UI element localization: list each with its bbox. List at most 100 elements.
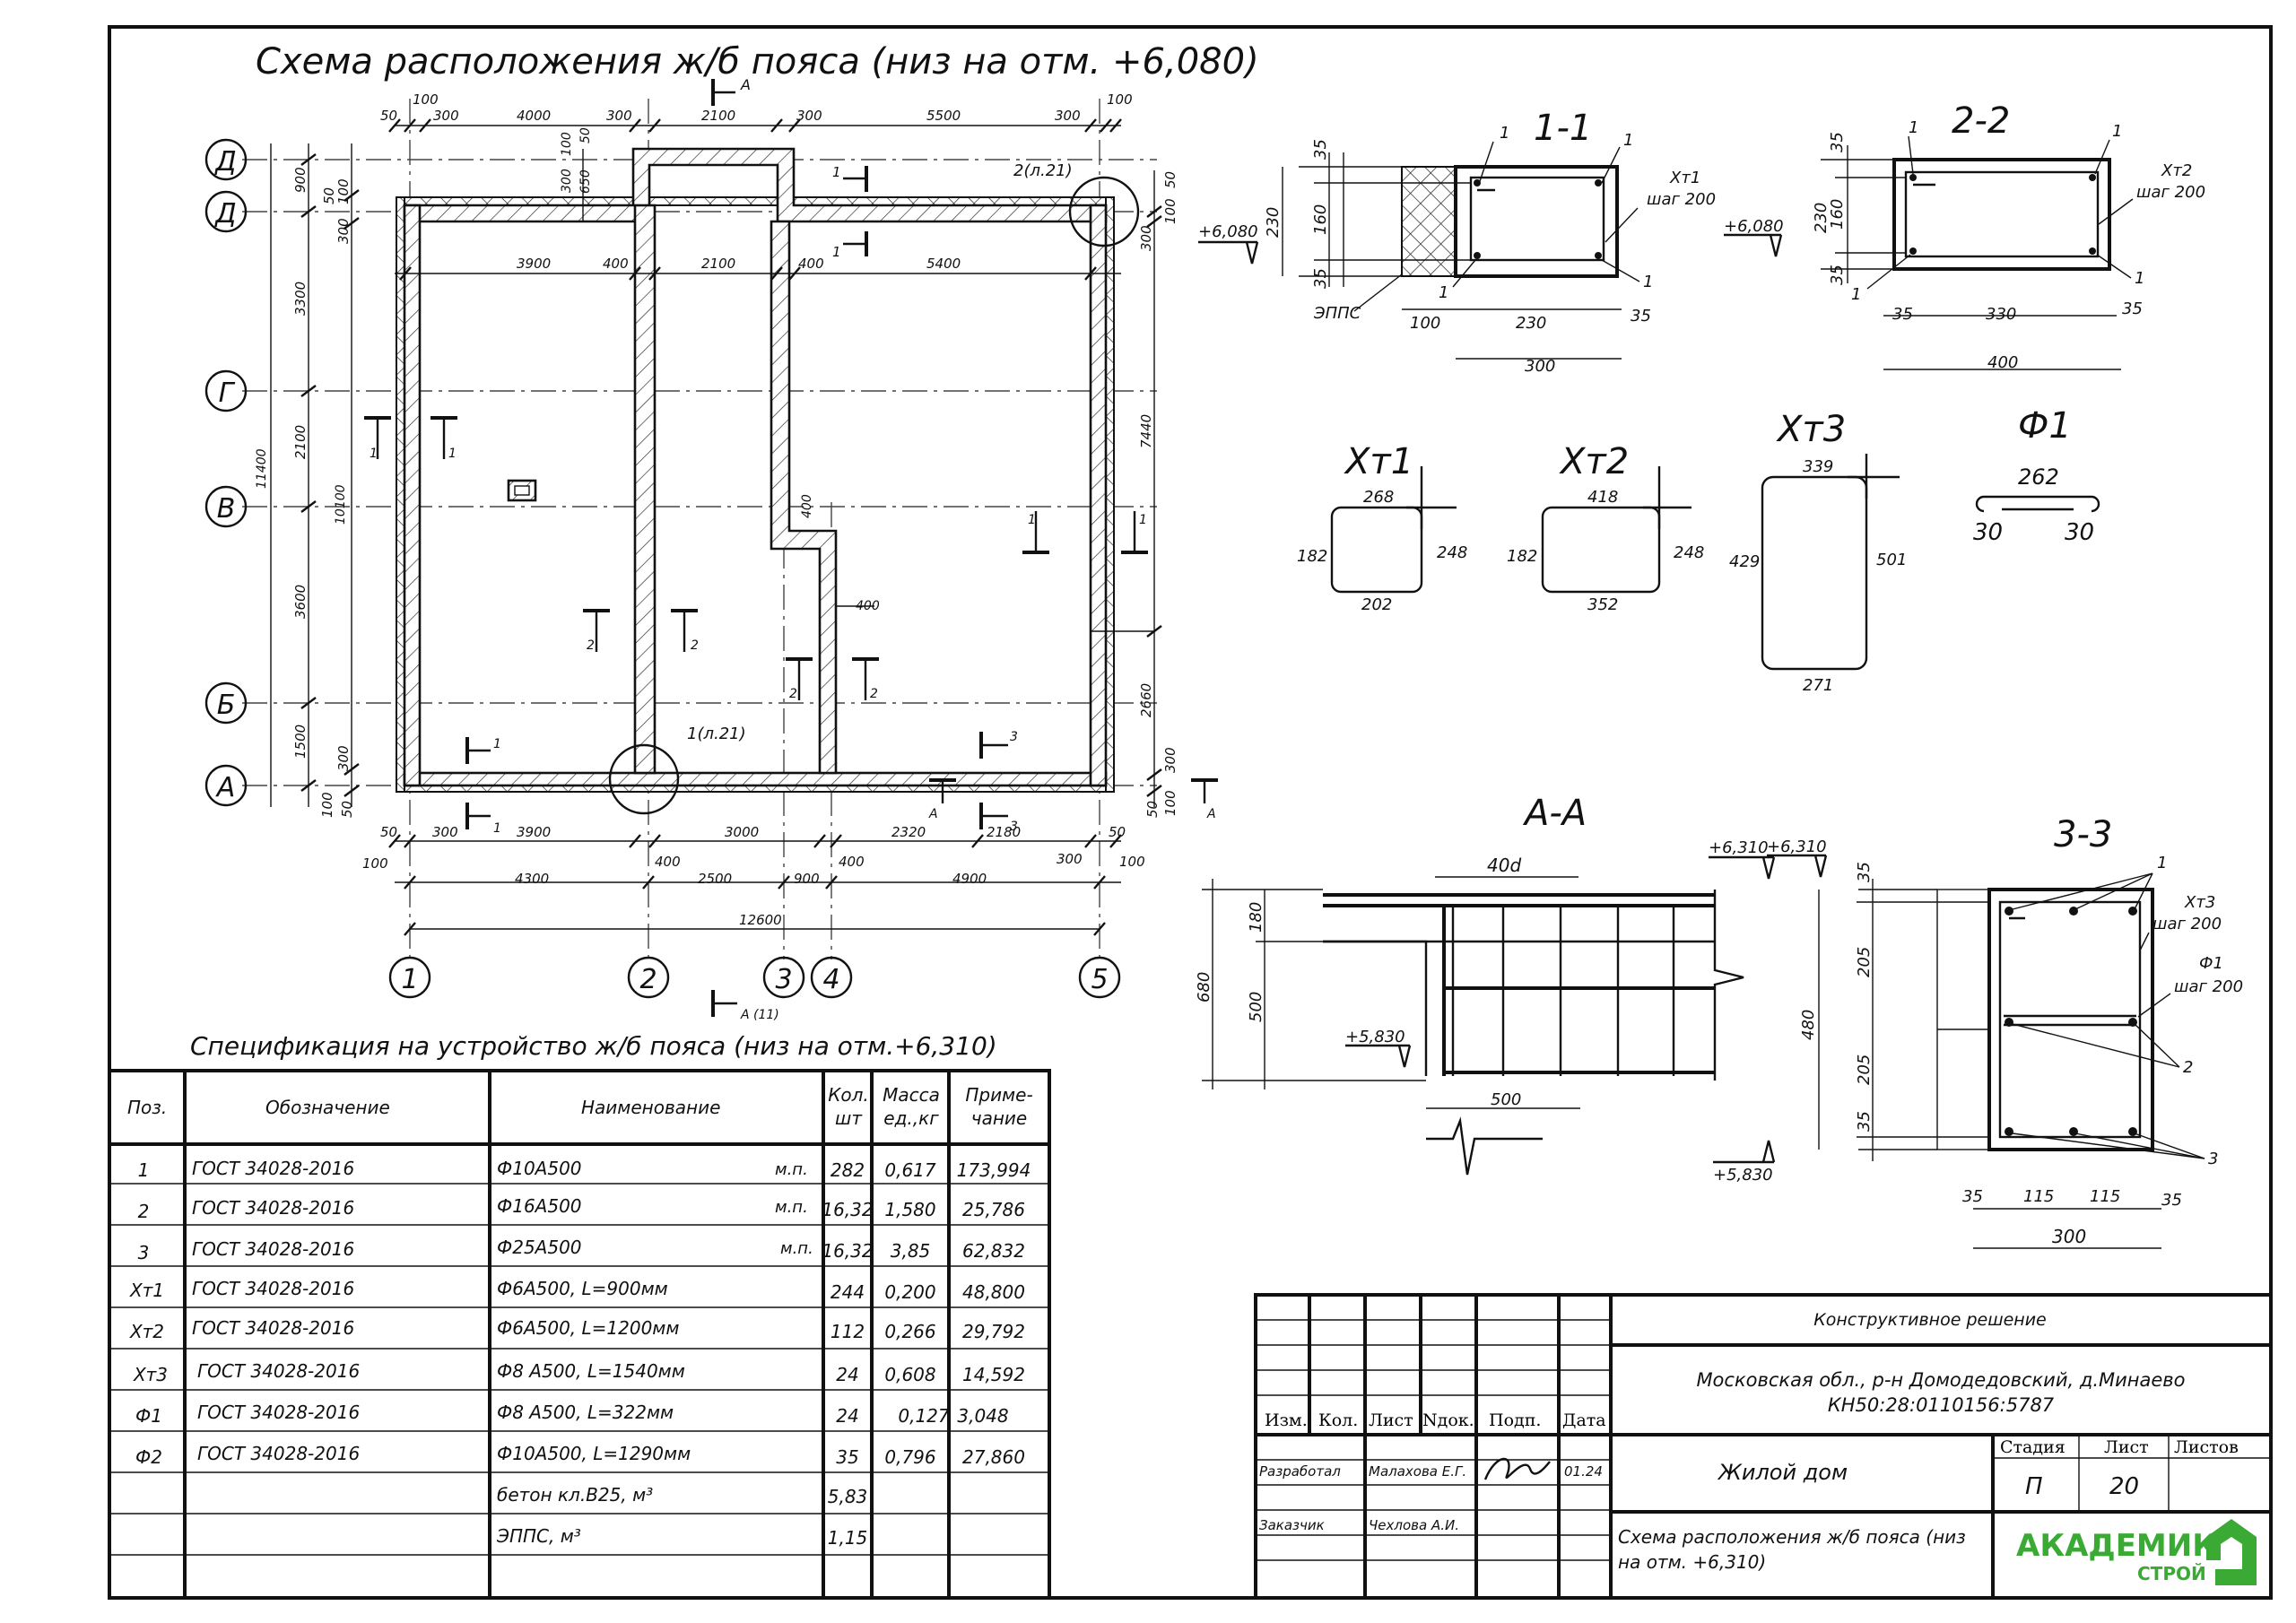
object-name: Жилой дом	[1717, 1460, 1848, 1485]
spec-header-name: Наименование	[581, 1097, 720, 1118]
svg-text:Хт3: Хт3	[2184, 893, 2215, 912]
svg-text:ГОСТ 34028-2016: ГОСТ 34028-2016	[197, 1360, 360, 1382]
svg-text:1: 1	[1439, 283, 1448, 302]
svg-text:ЭППС: ЭППС	[1313, 304, 1361, 323]
svg-text:230: 230	[1264, 207, 1283, 238]
spec-header-mass: Масса ед.,кг	[883, 1084, 940, 1129]
svg-text:А: А	[740, 76, 751, 93]
svg-text:1: 1	[1909, 118, 1918, 137]
svg-text:35: 35	[1828, 132, 1847, 152]
svg-text:А: А	[928, 807, 938, 821]
svg-text:2: 2	[2183, 1058, 2193, 1077]
svg-text:24: 24	[836, 1364, 858, 1385]
axis-bubble-4: 4	[810, 956, 853, 999]
table-row: 2 ГОСТ 34028-2016 Ф16А500 м.п. 16,32 1,5…	[138, 1195, 1025, 1222]
svg-text:1: 1	[401, 964, 418, 995]
svg-text:Хт1: Хт1	[1669, 169, 1700, 187]
svg-text:ГОСТ 34028-2016: ГОСТ 34028-2016	[192, 1278, 354, 1299]
svg-text:Хт2: Хт2	[1559, 441, 1629, 482]
svg-text:300: 300	[1055, 108, 1081, 124]
svg-text:1500: 1500	[292, 725, 309, 759]
svg-text:400: 400	[655, 854, 681, 870]
spec-header-note: Приме- чание	[965, 1084, 1033, 1129]
svg-text:35: 35	[1631, 307, 1651, 325]
svg-text:418: 418	[1587, 488, 1618, 507]
svg-text:1: 1	[1623, 131, 1633, 150]
svg-text:Заказчик: Заказчик	[1259, 1517, 1325, 1533]
svg-text:62,832: 62,832	[962, 1240, 1025, 1262]
svg-text:262: 262	[2018, 464, 2059, 490]
svg-text:Чехлова А.И.: Чехлова А.И.	[1369, 1517, 1459, 1533]
axis-bubble-a: А	[204, 764, 248, 807]
svg-text:+5,830: +5,830	[1713, 1166, 1773, 1185]
section-a-a: А-А 680 180 500 40d 500 +6,310 +5,830	[1195, 793, 1776, 1176]
svg-text:2100: 2100	[701, 256, 735, 272]
svg-text:900: 900	[794, 871, 820, 887]
svg-text:300: 300	[1162, 747, 1178, 773]
address-line-2: КН50:28:0110156:5787	[1828, 1394, 2055, 1416]
svg-text:100: 100	[1107, 91, 1133, 108]
svg-text:115: 115	[2090, 1187, 2120, 1206]
bottom-dims: 50 300 3900 3000 2320 2180 300 50 100 40…	[362, 824, 1145, 936]
svg-text:16,32: 16,32	[822, 1240, 873, 1262]
svg-text:35: 35	[836, 1446, 858, 1468]
svg-text:100: 100	[362, 855, 388, 872]
svg-text:300: 300	[560, 169, 574, 193]
section-2-2: 2-2 35 160 35 230 +6,080 35 330 35 400 1…	[1724, 100, 2205, 372]
svg-text:2: 2	[691, 638, 699, 653]
svg-text:Подп.: Подп.	[1489, 1410, 1541, 1430]
svg-text:35: 35	[2161, 1191, 2182, 1210]
svg-text:400: 400	[839, 854, 865, 870]
house-logo-icon	[2206, 1519, 2257, 1585]
svg-text:0,200: 0,200	[884, 1281, 935, 1303]
svg-text:ГОСТ 34028-2016: ГОСТ 34028-2016	[192, 1238, 354, 1260]
svg-text:+6,080: +6,080	[1198, 222, 1258, 241]
node-label-1: 1(л.21)	[687, 725, 746, 743]
svg-text:Ф2: Ф2	[135, 1446, 162, 1468]
svg-text:248: 248	[1674, 543, 1704, 562]
svg-text:+6,310: +6,310	[1709, 838, 1769, 857]
svg-text:2: 2	[789, 687, 797, 701]
svg-text:202: 202	[1361, 595, 1392, 614]
svg-text:4300: 4300	[515, 871, 549, 887]
svg-text:300: 300	[2052, 1226, 2086, 1247]
svg-text:шаг 200: шаг 200	[1647, 190, 1716, 209]
design-type: Конструктивное решение	[1813, 1310, 2047, 1330]
svg-text:230: 230	[1812, 203, 1831, 233]
svg-text:2100: 2100	[292, 425, 309, 459]
table-row: Ф1 ГОСТ 34028-2016 Ф8 А500, L=322мм 24 0…	[135, 1402, 1009, 1427]
svg-text:бетон кл.В25, м³: бетон кл.В25, м³	[497, 1484, 653, 1506]
svg-text:м.п.: м.п.	[775, 1160, 808, 1179]
svg-text:шаг 200: шаг 200	[2136, 183, 2205, 202]
svg-text:Ф6А500, L=1200мм: Ф6А500, L=1200мм	[497, 1317, 680, 1339]
svg-text:271: 271	[1803, 676, 1833, 695]
svg-text:268: 268	[1363, 488, 1394, 507]
axis-bubble-3: 3	[762, 956, 805, 999]
svg-text:В: В	[217, 493, 236, 525]
axis-bubble-d1: Д	[204, 138, 248, 181]
axis-bubble-v: В	[204, 485, 248, 528]
svg-text:Д: Д	[213, 198, 236, 230]
svg-text:300: 300	[433, 108, 459, 124]
svg-text:3900: 3900	[517, 824, 551, 840]
left-dims: 900 300 3300 2100 3600 1500 300 100 50 1…	[255, 143, 360, 818]
svg-text:0,617: 0,617	[884, 1159, 936, 1181]
svg-text:1,580: 1,580	[884, 1199, 935, 1220]
svg-text:48,800: 48,800	[962, 1281, 1025, 1303]
svg-text:0,127: 0,127	[898, 1405, 950, 1427]
svg-text:182: 182	[1297, 547, 1327, 566]
svg-text:Спецификация на устройство ж/б: Спецификация на устройство ж/б пояса (ни…	[190, 1031, 997, 1061]
svg-text:5: 5	[1091, 964, 1108, 995]
svg-text:3: 3	[2208, 1150, 2218, 1168]
svg-text:35: 35	[1311, 268, 1330, 289]
svg-text:3300: 3300	[292, 282, 309, 316]
svg-text:480: 480	[1799, 1010, 1818, 1040]
axis-bubble-5: 5	[1078, 956, 1121, 999]
svg-text:50: 50	[1109, 824, 1126, 840]
svg-text:2: 2	[870, 687, 878, 701]
svg-text:7440: 7440	[1138, 414, 1154, 448]
svg-text:352: 352	[1587, 595, 1618, 614]
svg-text:100: 100	[1410, 314, 1440, 333]
svg-text:ГОСТ 34028-2016: ГОСТ 34028-2016	[197, 1402, 360, 1423]
svg-text:50: 50	[1144, 801, 1161, 818]
